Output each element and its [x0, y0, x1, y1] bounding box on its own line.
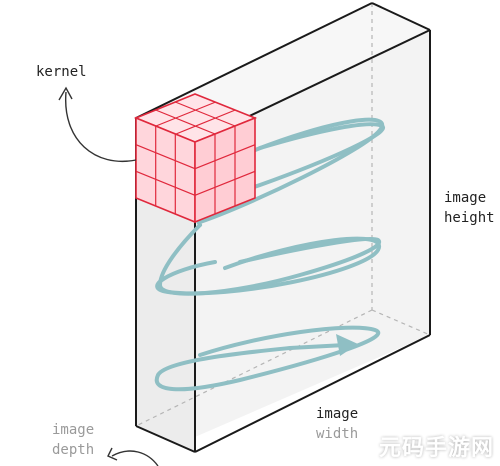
- kernel-label: kernel: [36, 64, 87, 80]
- image-width-label-line2: width: [316, 426, 359, 442]
- image-height-label-line1: image: [444, 190, 487, 206]
- depth-pointer-arrowhead: [107, 447, 118, 461]
- sliding-path-arrowhead: [336, 334, 358, 356]
- image-depth-label-line2: depth: [52, 442, 95, 458]
- image-height-label: image height: [444, 188, 495, 228]
- image-height-label-line2: height: [444, 210, 495, 226]
- kernel-pointer-arrow: [65, 91, 137, 162]
- sliding-path-middle-loop: [157, 223, 382, 296]
- image-depth-label-line1: image: [52, 422, 95, 438]
- depth-pointer-arrow: [111, 450, 159, 466]
- image-width-label: image width: [316, 404, 358, 444]
- image-depth-label: image depth: [52, 420, 94, 460]
- site-watermark: 元码手游网: [378, 436, 494, 461]
- kernel-pointer-arrowhead: [58, 86, 73, 101]
- image-width-label-line1: image: [316, 406, 359, 422]
- kernel-cube: [133, 93, 258, 224]
